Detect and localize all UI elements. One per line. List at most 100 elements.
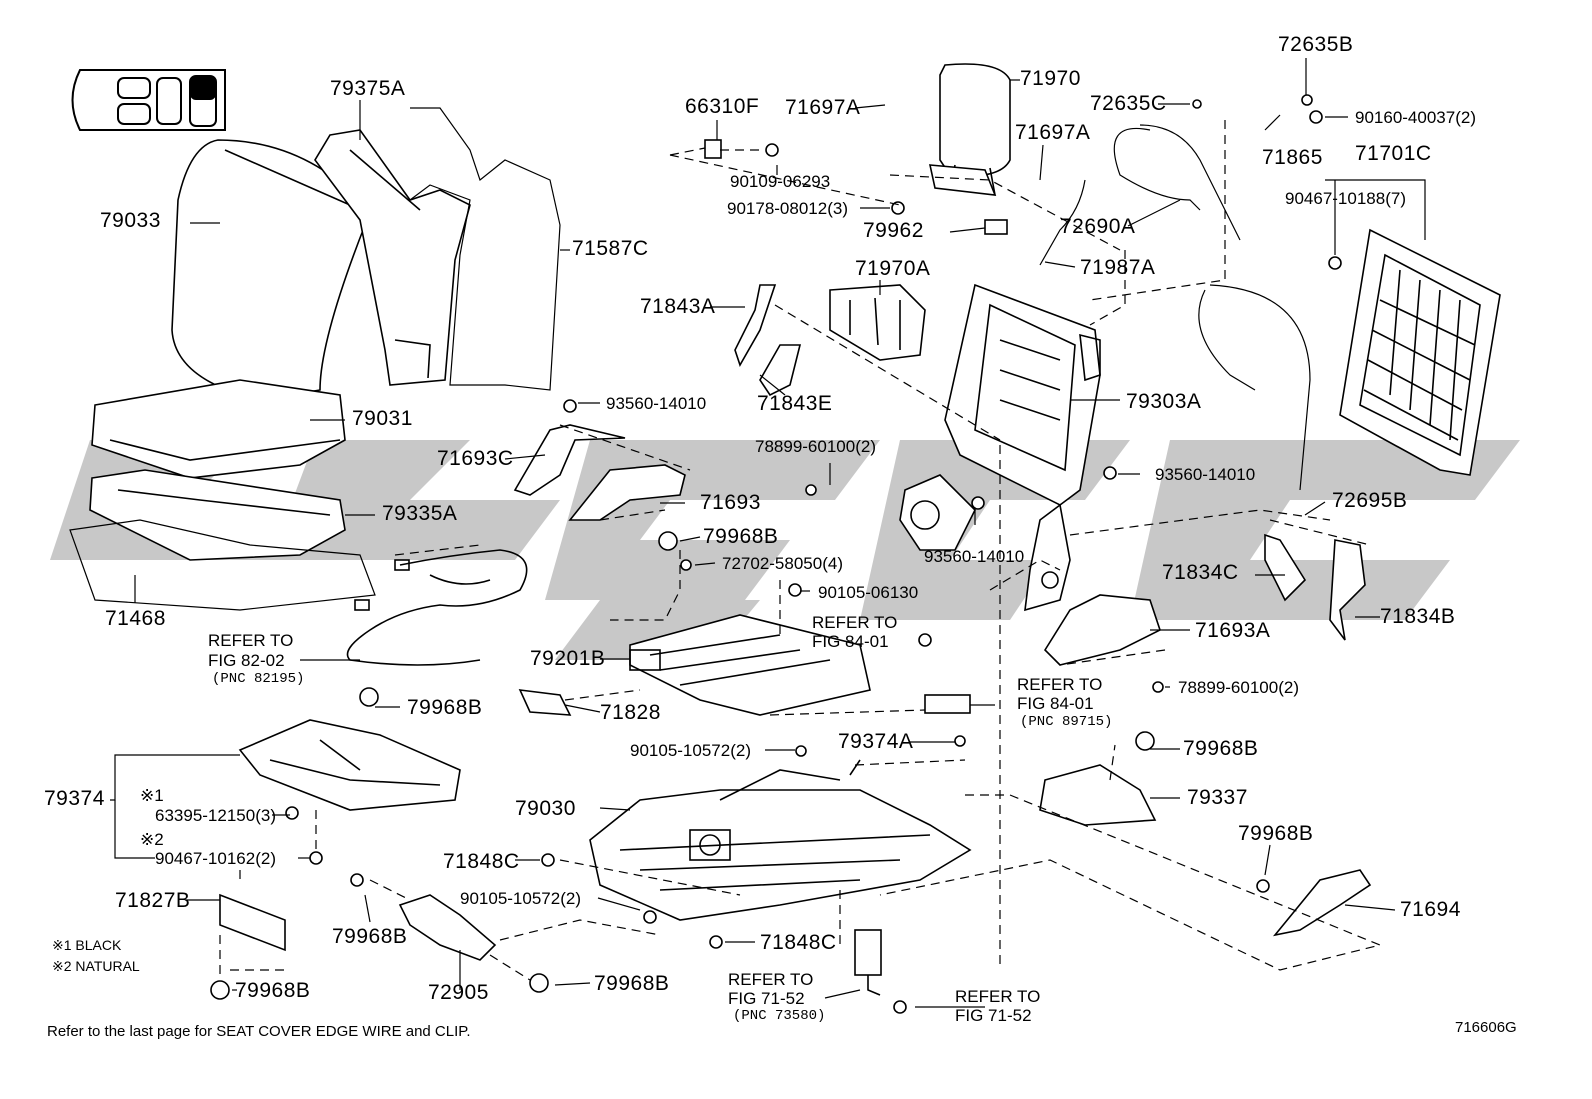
part-label-93560-14010-a: 93560-14010 (606, 394, 707, 413)
part-label-79962: 79962 (863, 219, 924, 242)
part-label-78899-60100-b: 78899-60100(2) (1178, 678, 1299, 697)
refer-84-01-a-line1[interactable]: REFER TO (812, 613, 898, 632)
part-label-79968B-b: 79968B (407, 696, 483, 719)
part-label-71834C: 71834C (1162, 561, 1239, 584)
part-label-79031: 79031 (352, 407, 413, 430)
refer-84-01-b-line2[interactable]: FIG 84-01 (1017, 694, 1094, 713)
part-label-71468: 71468 (105, 607, 166, 630)
part-label-72690A: 72690A (1060, 215, 1136, 238)
part-label-79303A: 79303A (1126, 390, 1202, 413)
part-label-90105-10572-b: 90105-10572(2) (460, 889, 581, 908)
part-label-79968B-d: 79968B (1238, 822, 1314, 845)
cover-72905 (398, 894, 497, 961)
part-label-72635B: 72635B (1278, 33, 1354, 56)
part-label-79030: 79030 (515, 797, 576, 820)
part-label-71843E: 71843E (757, 392, 833, 415)
part-label-93560-14010-b: 93560-14010 (1155, 465, 1256, 484)
side-covers-71693 (513, 424, 1161, 666)
legend-black: ※1 BLACK (52, 937, 122, 953)
part-label-79968B-a: 79968B (703, 525, 779, 548)
part-label-71697A-left: 71697A (785, 96, 861, 119)
part-label-79033: 79033 (100, 209, 161, 232)
refer-82-02-line1[interactable]: REFER TO (208, 631, 294, 650)
part-label-71834B: 71834B (1380, 605, 1456, 628)
part-label-71827B: 71827B (115, 889, 191, 912)
part-label-90109-06293: 90109-06293 (730, 172, 831, 191)
part-label-79337: 79337 (1187, 786, 1248, 809)
part-label-79968B-e: 79968B (332, 925, 408, 948)
refer-71-52-b-line1[interactable]: REFER TO (955, 987, 1041, 1006)
part-label-90178-08012: 90178-08012(3) (727, 199, 848, 218)
part-label-63395-12150: 63395-12150(3) (155, 806, 276, 825)
cushion-frame-cover-79374 (238, 719, 461, 811)
legend-natural: ※2 NATURAL (52, 958, 140, 974)
cover-71827B (219, 893, 286, 952)
refer-84-01-b-pnc: (PNC 89715) (1020, 714, 1113, 730)
part-label-93560-14010-c: 93560-14010 (924, 547, 1025, 566)
refer-71-52-a-line2[interactable]: FIG 71-52 (728, 989, 805, 1008)
part-label-71848C-b: 71848C (760, 931, 837, 954)
part-label-79968B-c: 79968B (1183, 737, 1259, 760)
refer-71-52-a-line1[interactable]: REFER TO (728, 970, 814, 989)
recliner-cover-71843 (734, 284, 802, 397)
seat-position-icon (71, 69, 226, 131)
part-label-71865: 71865 (1262, 146, 1323, 169)
part-label-78899-60100-a: 78899-60100(2) (755, 437, 876, 456)
leader-lines (110, 58, 1426, 1008)
side-covers-71834 (1264, 533, 1366, 641)
headrest-71970 (928, 63, 1011, 196)
seat-wire-harness (346, 549, 528, 666)
side-cover-71694 (1272, 869, 1372, 937)
seat-cushion-pad-79335A (89, 469, 346, 561)
dashed-guide-lines (219, 120, 1382, 981)
part-label-71694: 71694 (1400, 898, 1461, 921)
part-label-90105-06130: 90105-06130 (818, 583, 919, 602)
part-label-79375A: 79375A (330, 77, 406, 100)
part-label-79374: 79374 (44, 787, 105, 810)
refer-71-52-b-line2[interactable]: FIG 71-52 (955, 1006, 1032, 1025)
seat-adjuster-79201B (518, 614, 871, 716)
refer-84-01-a-line2[interactable]: FIG 84-01 (812, 632, 889, 651)
part-label-71697A-right: 71697A (1015, 121, 1091, 144)
seat-back-board-71701C (1339, 228, 1501, 476)
release-cables (1039, 124, 1311, 491)
part-label-79968B-f: 79968B (594, 972, 670, 995)
refer-82-02-line2[interactable]: FIG 82-02 (208, 651, 285, 670)
part-label-90160-40037: 90160-40037(2) (1355, 108, 1476, 127)
part-label-79374A: 79374A (838, 730, 914, 753)
cushion-frame-79030 (589, 759, 972, 921)
part-label-71828: 71828 (600, 701, 661, 724)
part-label-71987A: 71987A (1080, 256, 1156, 279)
cushion-sheet-71468 (69, 519, 376, 611)
part-label-90105-10572-a: 90105-10572(2) (630, 741, 751, 760)
part-label-72702-58050: 72702-58050(4) (722, 554, 843, 573)
seat-belt-buckle (854, 929, 882, 996)
mark-natural-2: ※2 (140, 830, 164, 849)
recliner-mechanism (899, 474, 1071, 612)
part-label-71693C: 71693C (437, 447, 514, 470)
footer-note: Refer to the last page for SEAT COVER ED… (47, 1023, 471, 1040)
part-label-79201B: 79201B (530, 647, 606, 670)
part-label-71843A: 71843A (640, 295, 716, 318)
seat-back-pad-79375A (314, 129, 471, 386)
part-label-72635C: 72635C (1090, 92, 1167, 115)
refer-84-01-b-line1[interactable]: REFER TO (1017, 675, 1103, 694)
seat-back-frame-79303A (944, 283, 1101, 506)
cushion-cover-79337 (1039, 764, 1157, 826)
figure-id: 716606G (1455, 1019, 1517, 1036)
part-label-71693A: 71693A (1195, 619, 1271, 642)
part-label-90467-10188: 90467-10188(7) (1285, 189, 1406, 208)
part-label-72695B: 72695B (1332, 489, 1408, 512)
part-label-71970: 71970 (1020, 67, 1081, 90)
refer-82-02-pnc: (PNC 82195) (212, 671, 305, 687)
seat-back-cover-79033 (171, 139, 366, 401)
part-label-72905: 72905 (428, 981, 489, 1004)
headrest-support-71970A (829, 284, 926, 361)
fasteners (210, 94, 1342, 1014)
refer-71-52-a-pnc: (PNC 73580) (733, 1008, 826, 1024)
part-label-79335A: 79335A (382, 502, 458, 525)
part-label-71693: 71693 (700, 491, 761, 514)
part-label-71970A: 71970A (855, 257, 931, 280)
